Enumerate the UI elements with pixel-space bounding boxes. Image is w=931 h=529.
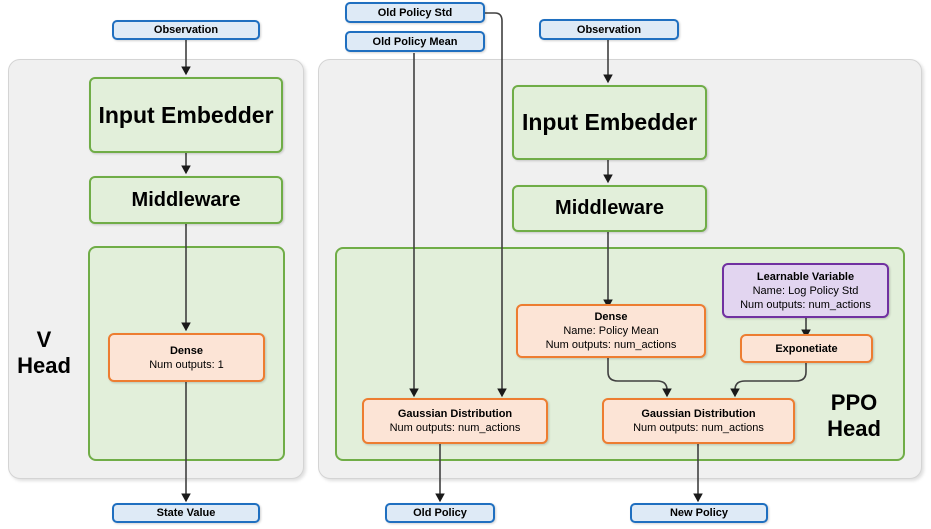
ppo-dense-num-outputs: Num outputs: num_actions [545, 339, 677, 351]
ppo-middleware-node[interactable]: Middleware [512, 185, 707, 232]
v-dense-node[interactable]: Dense Num outputs: 1 [108, 333, 265, 382]
ppo-input-embedder-label: Input Embedder [521, 109, 698, 135]
input-old-policy-std[interactable]: Old Policy Std [345, 2, 485, 23]
v-input-embedder-node[interactable]: Input Embedder [89, 77, 283, 153]
ppo-dense-name: Name: Policy Mean [563, 325, 659, 337]
output-new-policy[interactable]: New Policy [630, 503, 768, 523]
ppo-input-embedder-node[interactable]: Input Embedder [512, 85, 707, 160]
output-old-policy-label: Old Policy [413, 507, 467, 519]
input-old-policy-mean[interactable]: Old Policy Mean [345, 31, 485, 52]
output-old-policy[interactable]: Old Policy [385, 503, 495, 523]
ppo-dense-policy-mean-node[interactable]: Dense Name: Policy Mean Num outputs: num… [516, 304, 706, 358]
ppo-learnable-variable-node[interactable]: Learnable Variable Name: Log Policy Std … [722, 263, 889, 318]
input-observation-v-label: Observation [153, 24, 219, 36]
ppo-exponetiate-node[interactable]: Exponetiate [740, 334, 873, 363]
learnable-variable-name: Name: Log Policy Std [752, 284, 859, 297]
input-observation-v[interactable]: Observation [112, 20, 260, 40]
ppo-head-group-label: PPO Head [827, 390, 881, 441]
v-input-embedder-label: Input Embedder [98, 101, 274, 128]
learnable-variable-num-outputs: Num outputs: num_actions [740, 298, 871, 311]
gaussian-old-title: Gaussian Distribution [397, 408, 513, 420]
output-new-policy-label: New Policy [669, 507, 729, 519]
input-observation-ppo-label: Observation [576, 23, 642, 36]
learnable-variable-title: Learnable Variable [756, 270, 855, 283]
output-state-value-label: State Value [156, 507, 216, 519]
input-observation-ppo[interactable]: Observation [539, 19, 679, 40]
gaussian-old-num-outputs: Num outputs: num_actions [389, 422, 521, 434]
gaussian-new-title: Gaussian Distribution [641, 408, 756, 420]
ppo-dense-title: Dense [594, 311, 628, 323]
v-middleware-node[interactable]: Middleware [89, 176, 283, 224]
ppo-gaussian-new-node[interactable]: Gaussian Distribution Num outputs: num_a… [602, 398, 795, 444]
v-middleware-label: Middleware [131, 188, 241, 211]
output-state-value[interactable]: State Value [112, 503, 260, 523]
gaussian-new-num-outputs: Num outputs: num_actions [633, 422, 764, 434]
ppo-gaussian-old-node[interactable]: Gaussian Distribution Num outputs: num_a… [362, 398, 548, 444]
v-head-group-label: V Head [17, 327, 71, 378]
input-old-policy-std-label: Old Policy Std [377, 6, 453, 19]
ppo-middleware-label: Middleware [555, 197, 664, 219]
input-old-policy-mean-label: Old Policy Mean [372, 35, 458, 48]
exponetiate-title: Exponetiate [775, 342, 838, 355]
v-dense-title: Dense [169, 344, 204, 357]
v-dense-num-outputs: Num outputs: 1 [149, 358, 224, 371]
